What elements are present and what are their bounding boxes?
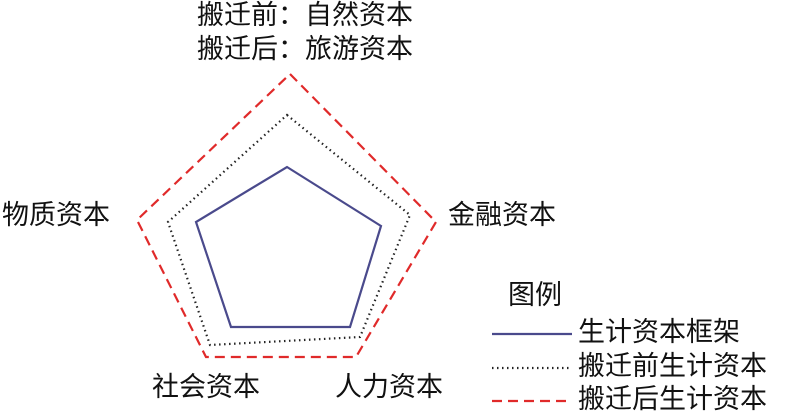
legend-item-framework: 生计资本框架	[578, 317, 740, 348]
axis-label-left: 物质资本	[2, 200, 110, 231]
axis-label-top-line1: 搬迁前：自然资本	[197, 0, 413, 31]
legend-title: 图例	[508, 280, 562, 311]
axis-label-right: 金融资本	[448, 200, 556, 231]
legend-item-before: 搬迁前生计资本	[578, 351, 767, 382]
before-relocation-pentagon	[166, 113, 412, 347]
after-relocation-pentagon	[135, 72, 438, 359]
framework-pentagon	[194, 165, 383, 329]
axis-label-bottom-right: 人力资本	[335, 372, 443, 403]
axis-label-bottom-left: 社会资本	[152, 372, 260, 403]
axis-label-top-line2: 搬迁后：旅游资本	[197, 34, 413, 65]
legend-item-after: 搬迁后生计资本	[578, 384, 767, 415]
